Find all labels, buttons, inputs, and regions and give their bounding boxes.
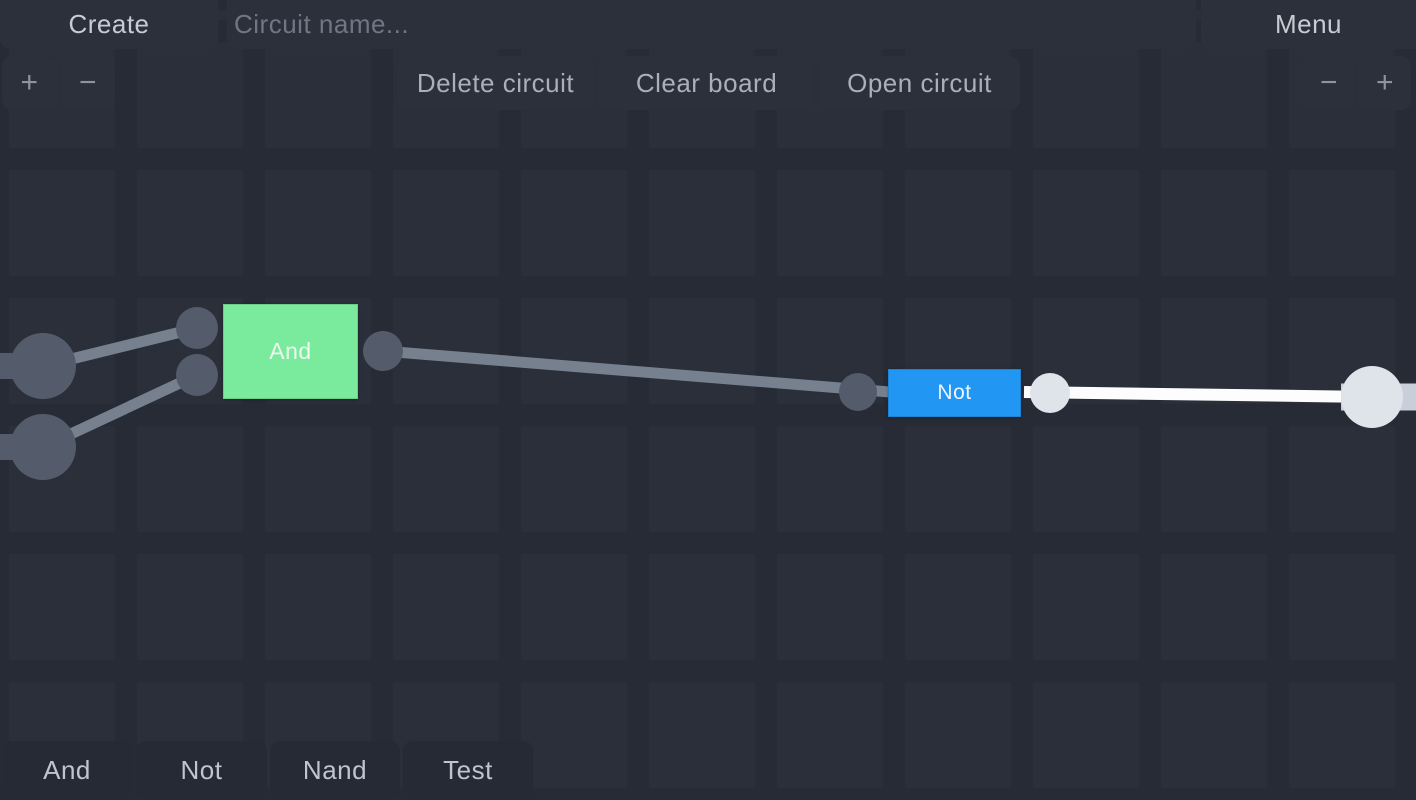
zoom-out-button-left[interactable]: − [61, 56, 115, 110]
zoom-out-button-right[interactable]: − [1303, 56, 1355, 110]
gate-output-pin-active[interactable] [1030, 373, 1070, 413]
zoom-in-button-left[interactable]: + [2, 56, 57, 110]
create-button[interactable]: Create [0, 0, 218, 49]
circuit-name-input[interactable] [227, 0, 1196, 49]
gate-input-pin[interactable] [176, 307, 218, 349]
not-gate[interactable]: Not [888, 369, 1021, 417]
palette-item-test[interactable]: Test [403, 741, 533, 799]
gate-input-pin[interactable] [176, 354, 218, 396]
wire-active[interactable] [1023, 386, 1373, 403]
gate-output-pin[interactable] [363, 331, 403, 371]
wire[interactable] [382, 345, 891, 398]
clear-board-button[interactable]: Clear board [599, 56, 814, 110]
open-circuit-button[interactable]: Open circuit [819, 56, 1020, 110]
input-node[interactable] [10, 333, 76, 399]
palette-item-nand[interactable]: Nand [270, 741, 400, 799]
zoom-in-button-right[interactable]: + [1359, 56, 1411, 110]
gate-input-pin[interactable] [839, 373, 877, 411]
not-gate-label: Not [937, 381, 972, 404]
delete-circuit-button[interactable]: Delete circuit [397, 56, 594, 110]
and-gate[interactable]: And [223, 304, 358, 399]
palette-item-and[interactable]: And [2, 741, 132, 799]
palette-item-not[interactable]: Not [136, 741, 267, 799]
input-node[interactable] [10, 414, 76, 480]
output-node-active[interactable] [1341, 366, 1403, 428]
menu-button[interactable]: Menu [1201, 0, 1416, 49]
and-gate-label: And [269, 338, 312, 364]
